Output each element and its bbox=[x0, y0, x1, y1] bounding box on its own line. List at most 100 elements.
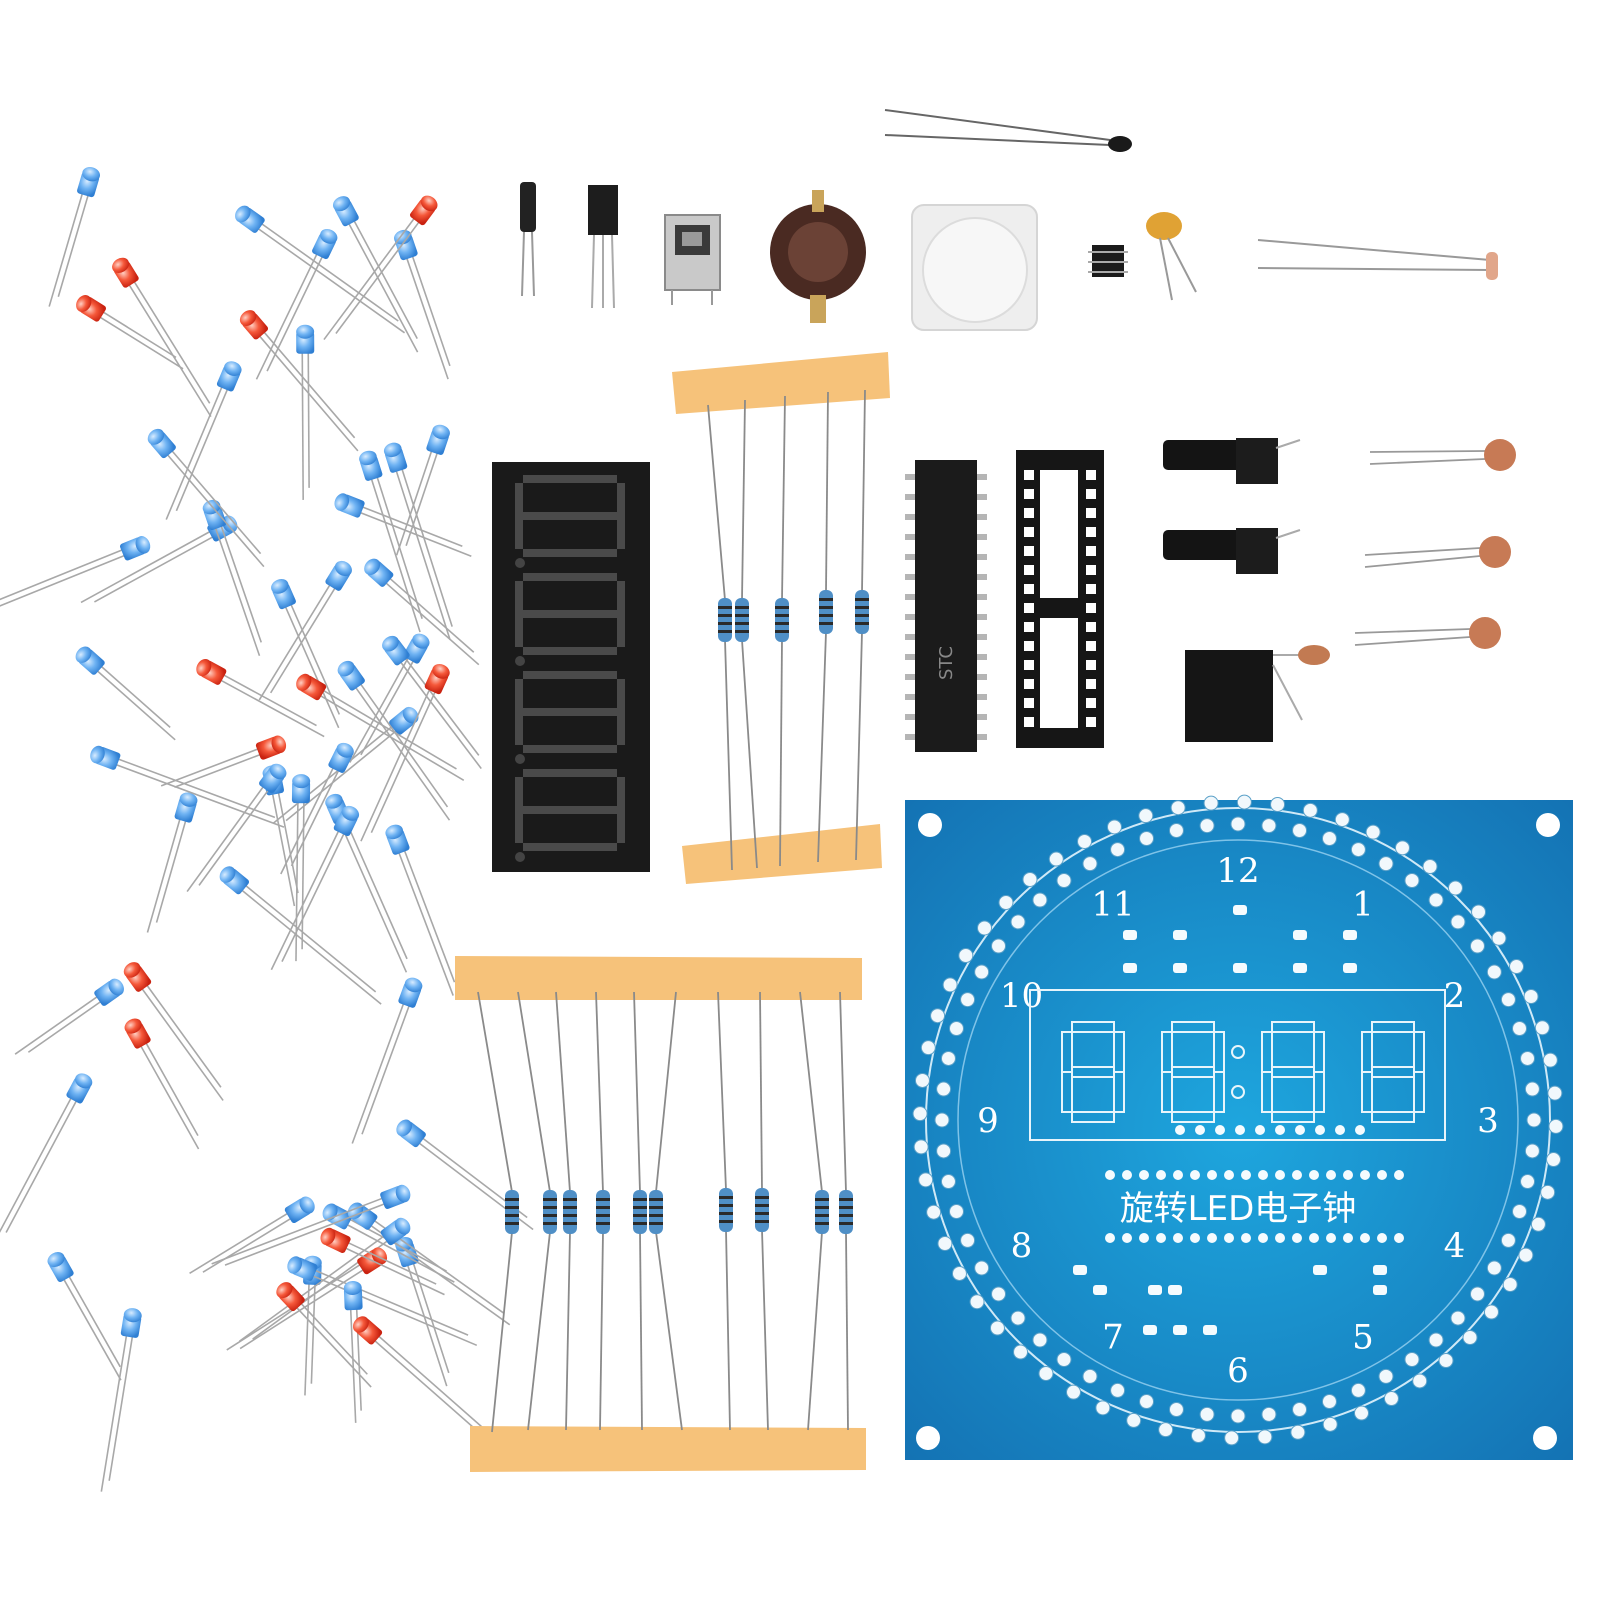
clock-number: 5 bbox=[1352, 1318, 1374, 1358]
segment bbox=[523, 806, 617, 814]
chip-pin bbox=[977, 474, 987, 480]
clock-number: 11 bbox=[1091, 884, 1134, 924]
led-pad bbox=[998, 895, 1014, 911]
led-pad bbox=[1512, 1021, 1528, 1037]
led-pad bbox=[913, 1139, 929, 1155]
seven-segment-display bbox=[492, 462, 650, 872]
solder-pad bbox=[1377, 1170, 1387, 1180]
socket-hole bbox=[1086, 622, 1096, 632]
segment bbox=[617, 679, 625, 712]
red-led bbox=[124, 1018, 200, 1150]
led-pad bbox=[969, 1294, 985, 1310]
led-pad bbox=[940, 1174, 956, 1190]
clock-number: 2 bbox=[1444, 976, 1466, 1016]
red-led bbox=[239, 310, 359, 452]
segment-outline bbox=[1171, 1066, 1215, 1078]
blue-led bbox=[395, 424, 450, 556]
led-pad bbox=[1469, 1286, 1485, 1302]
led-pad bbox=[1404, 873, 1420, 889]
led-pad bbox=[1261, 818, 1277, 834]
solder-pad bbox=[1173, 1233, 1183, 1243]
socket-hole bbox=[1024, 641, 1034, 651]
led-pad bbox=[974, 1260, 990, 1276]
segment-outline bbox=[1171, 1021, 1215, 1033]
solder-pad bbox=[1326, 1233, 1336, 1243]
led-pad bbox=[948, 1021, 964, 1037]
blue-led bbox=[349, 633, 430, 763]
solder-pad bbox=[1275, 1125, 1285, 1135]
resistor bbox=[505, 1190, 519, 1234]
blue-led bbox=[255, 228, 338, 380]
led-pad bbox=[1168, 822, 1184, 838]
socket-hole bbox=[1086, 470, 1096, 480]
led-pad bbox=[1110, 842, 1126, 858]
resistor-strip-bottom bbox=[455, 956, 866, 1472]
led-pad bbox=[1095, 1400, 1111, 1416]
socket-hole bbox=[1024, 622, 1034, 632]
red-led bbox=[196, 658, 325, 738]
segment bbox=[617, 516, 625, 549]
socket-hole bbox=[1086, 603, 1096, 613]
segment bbox=[523, 647, 617, 655]
push-button-1 bbox=[1163, 438, 1301, 484]
led-pad bbox=[1010, 914, 1026, 930]
socket-hole bbox=[1086, 698, 1096, 708]
solder-pad bbox=[1122, 1170, 1132, 1180]
segment-outline bbox=[1271, 1066, 1315, 1078]
segment-outline bbox=[1371, 1021, 1415, 1033]
blue-led bbox=[351, 977, 423, 1144]
resistor bbox=[839, 1190, 853, 1234]
segment bbox=[523, 549, 617, 557]
solder-pad bbox=[1156, 1233, 1166, 1243]
led-pad bbox=[1038, 1365, 1054, 1381]
solder-pad bbox=[1309, 1233, 1319, 1243]
decimal-point bbox=[515, 558, 525, 568]
chip-pin bbox=[905, 634, 915, 640]
red-led bbox=[360, 664, 450, 842]
segment-outline bbox=[1413, 1071, 1425, 1113]
chip-pin bbox=[905, 674, 915, 680]
blue-led bbox=[146, 792, 198, 933]
chip-pin bbox=[905, 514, 915, 520]
led-pad bbox=[1203, 795, 1219, 811]
segment bbox=[523, 745, 617, 753]
blue-led bbox=[235, 205, 406, 334]
pcb-display-silkscreen bbox=[1061, 1021, 1425, 1123]
chip-pin bbox=[905, 594, 915, 600]
clock-number: 3 bbox=[1477, 1101, 1499, 1141]
led-pad bbox=[1491, 930, 1507, 946]
led-pad bbox=[1471, 904, 1487, 920]
photoresistor bbox=[1257, 239, 1498, 280]
ic-socket bbox=[1016, 450, 1104, 748]
segment bbox=[515, 581, 523, 614]
resistor bbox=[633, 1190, 647, 1234]
solder-pad bbox=[1105, 1170, 1115, 1180]
red-led bbox=[160, 735, 287, 789]
solder-pad bbox=[1394, 1170, 1404, 1180]
led-pad bbox=[1404, 1351, 1420, 1367]
solder-pad bbox=[1156, 1170, 1166, 1180]
segment bbox=[515, 614, 523, 647]
resistor bbox=[649, 1190, 663, 1234]
resistor bbox=[735, 598, 749, 642]
blue-led bbox=[189, 1196, 315, 1275]
led-pad bbox=[1518, 1247, 1534, 1263]
led-pad bbox=[1190, 1428, 1206, 1444]
led-pad bbox=[1302, 802, 1318, 818]
socket-hole bbox=[1086, 660, 1096, 670]
chip-pin bbox=[977, 654, 987, 660]
display-digits bbox=[515, 475, 625, 862]
led-pad bbox=[1378, 1368, 1394, 1384]
segment bbox=[515, 712, 523, 745]
red-led bbox=[76, 295, 184, 370]
blue-led bbox=[147, 428, 265, 568]
smd-pad bbox=[1293, 963, 1307, 973]
solder-pad bbox=[1139, 1170, 1149, 1180]
blue-led bbox=[280, 742, 354, 875]
led-pad bbox=[1412, 1373, 1428, 1389]
resistor bbox=[815, 1190, 829, 1234]
blue-led bbox=[0, 1073, 93, 1241]
solder-pad bbox=[1275, 1170, 1285, 1180]
